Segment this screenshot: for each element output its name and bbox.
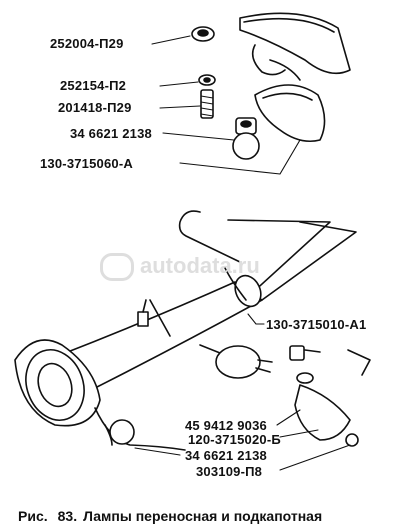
caption-prefix: Рис. xyxy=(18,508,48,524)
figure-caption: Рис. 83. Лампы переносная и подкапотная xyxy=(18,508,322,524)
plug xyxy=(215,345,261,379)
callout-120-3715020: 120-3715020-Б xyxy=(188,432,281,447)
callout-130-3715060: 130-3715060-А xyxy=(40,156,133,171)
callout-45-9412: 45 9412 9036 xyxy=(185,418,267,433)
watermark-text: autodata.ru xyxy=(140,253,260,278)
callout-34-6621-upper: 34 6621 2138 xyxy=(70,126,152,141)
callout-252004: 252004-П29 xyxy=(50,36,124,51)
caption-number: 83. xyxy=(57,508,78,524)
bulb-lower xyxy=(109,419,135,445)
switch xyxy=(137,311,149,327)
callout-252154: 252154-П2 xyxy=(60,78,127,93)
callout-34-6621-lower: 34 6621 2138 xyxy=(185,448,267,463)
watermark: autodata.ru xyxy=(100,253,260,282)
socket xyxy=(294,384,351,441)
callout-130-3715010: 130-3715010-А1 xyxy=(266,317,367,332)
callout-201418: 201418-П29 xyxy=(58,100,132,115)
underhood-lamp xyxy=(151,12,351,175)
portable-lamp xyxy=(14,210,371,471)
callout-303109: 303109-П8 xyxy=(196,464,263,479)
caption-title: Лампы переносная и подкапотная xyxy=(83,508,323,524)
watermark-logo-icon xyxy=(100,253,134,282)
